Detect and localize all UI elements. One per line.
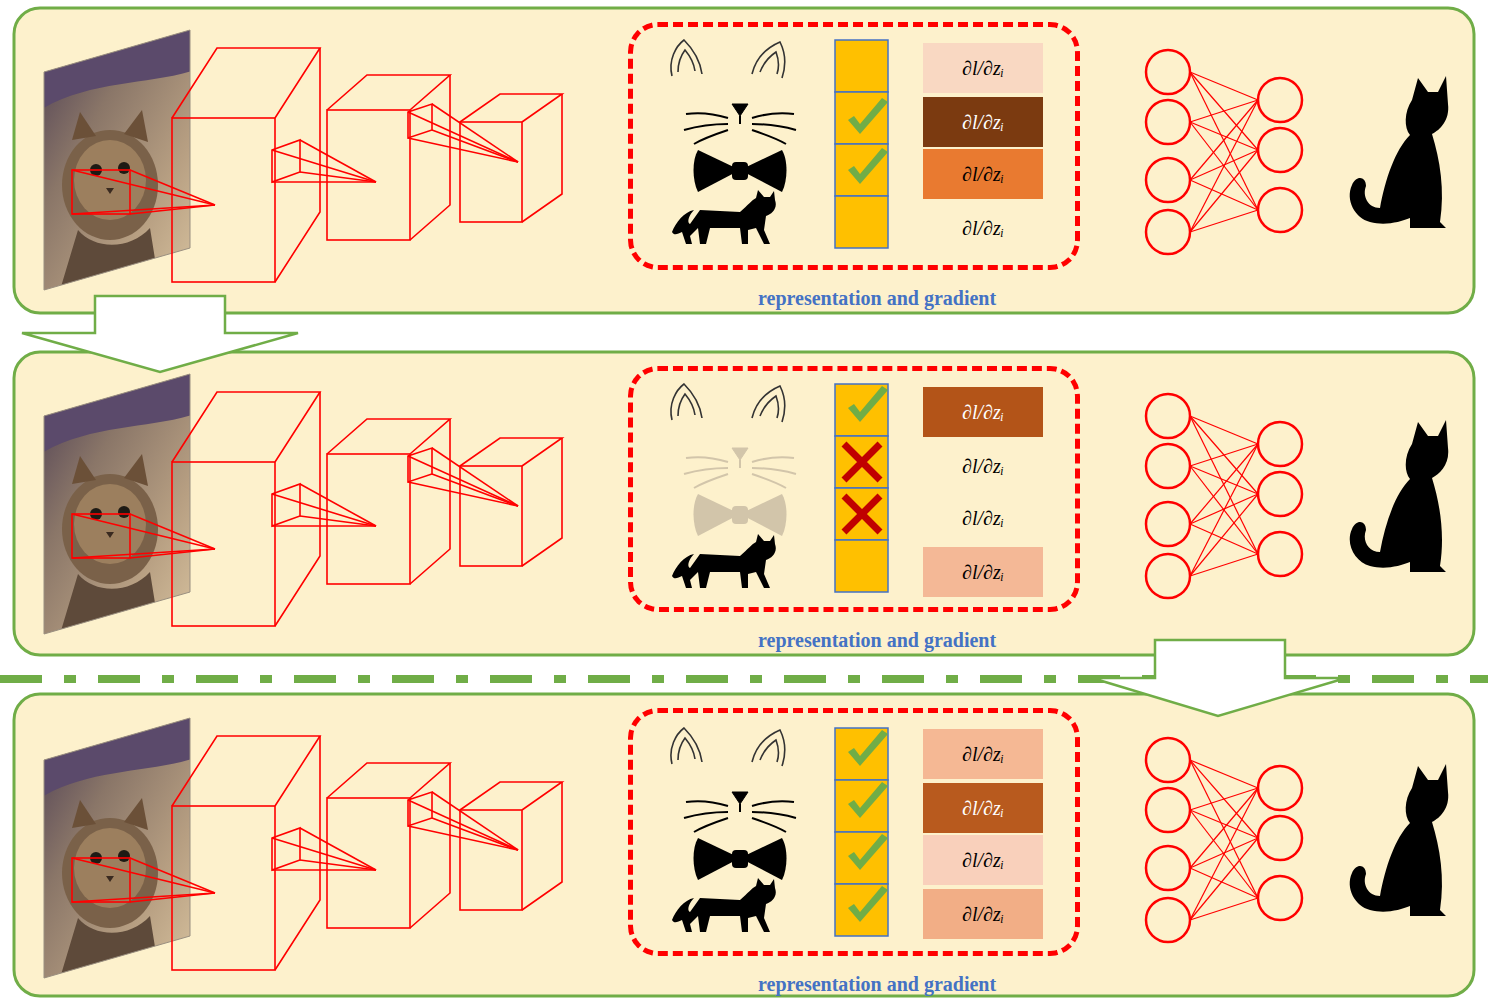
- gradient-label: ∂l/∂zᵢ: [962, 163, 1004, 186]
- gradient-label: ∂l/∂zᵢ: [962, 849, 1004, 872]
- gradient-cell: ∂l/∂zᵢ: [923, 493, 1043, 543]
- representation-group: representation and gradient∂l/∂zᵢ∂l/∂zᵢ∂…: [628, 22, 1080, 270]
- gradient-cell: ∂l/∂zᵢ: [923, 387, 1043, 437]
- group-caption: representation and gradient: [758, 973, 996, 996]
- gradient-cell: ∂l/∂zᵢ: [923, 783, 1043, 833]
- representation-group: representation and gradient∂l/∂zᵢ∂l/∂zᵢ∂…: [628, 366, 1080, 612]
- panel: [14, 8, 1474, 313]
- gradient-cell: ∂l/∂zᵢ: [923, 43, 1043, 93]
- gradient-label: ∂l/∂zᵢ: [962, 743, 1004, 766]
- gradient-label: ∂l/∂zᵢ: [962, 561, 1004, 584]
- gradient-cell: ∂l/∂zᵢ: [923, 97, 1043, 147]
- gradient-cell: ∂l/∂zᵢ: [923, 835, 1043, 885]
- gradient-label: ∂l/∂zᵢ: [962, 797, 1004, 820]
- panel-art: [40, 20, 1448, 295]
- gradient-cell: ∂l/∂zᵢ: [923, 889, 1043, 939]
- panel: [14, 694, 1474, 996]
- gradient-label: ∂l/∂zᵢ: [962, 401, 1004, 424]
- gradient-label: ∂l/∂zᵢ: [962, 507, 1004, 530]
- gradient-label: ∂l/∂zᵢ: [962, 111, 1004, 134]
- panel: [14, 352, 1474, 655]
- group-caption: representation and gradient: [758, 629, 996, 652]
- gradient-cell: ∂l/∂zᵢ: [923, 547, 1043, 597]
- gradient-label: ∂l/∂zᵢ: [962, 57, 1004, 80]
- group-caption: representation and gradient: [758, 287, 996, 310]
- panel-art: [40, 708, 1448, 983]
- gradient-cell: ∂l/∂zᵢ: [923, 203, 1043, 253]
- representation-group: representation and gradient∂l/∂zᵢ∂l/∂zᵢ∂…: [628, 708, 1080, 956]
- panel-art: [40, 364, 1448, 639]
- flow-arrow: [22, 296, 298, 372]
- flow-arrow: [1092, 640, 1346, 716]
- gradient-label: ∂l/∂zᵢ: [962, 217, 1004, 240]
- gradient-label: ∂l/∂zᵢ: [962, 903, 1004, 926]
- gradient-cell: ∂l/∂zᵢ: [923, 729, 1043, 779]
- gradient-cell: ∂l/∂zᵢ: [923, 441, 1043, 491]
- gradient-label: ∂l/∂zᵢ: [962, 455, 1004, 478]
- gradient-cell: ∂l/∂zᵢ: [923, 149, 1043, 199]
